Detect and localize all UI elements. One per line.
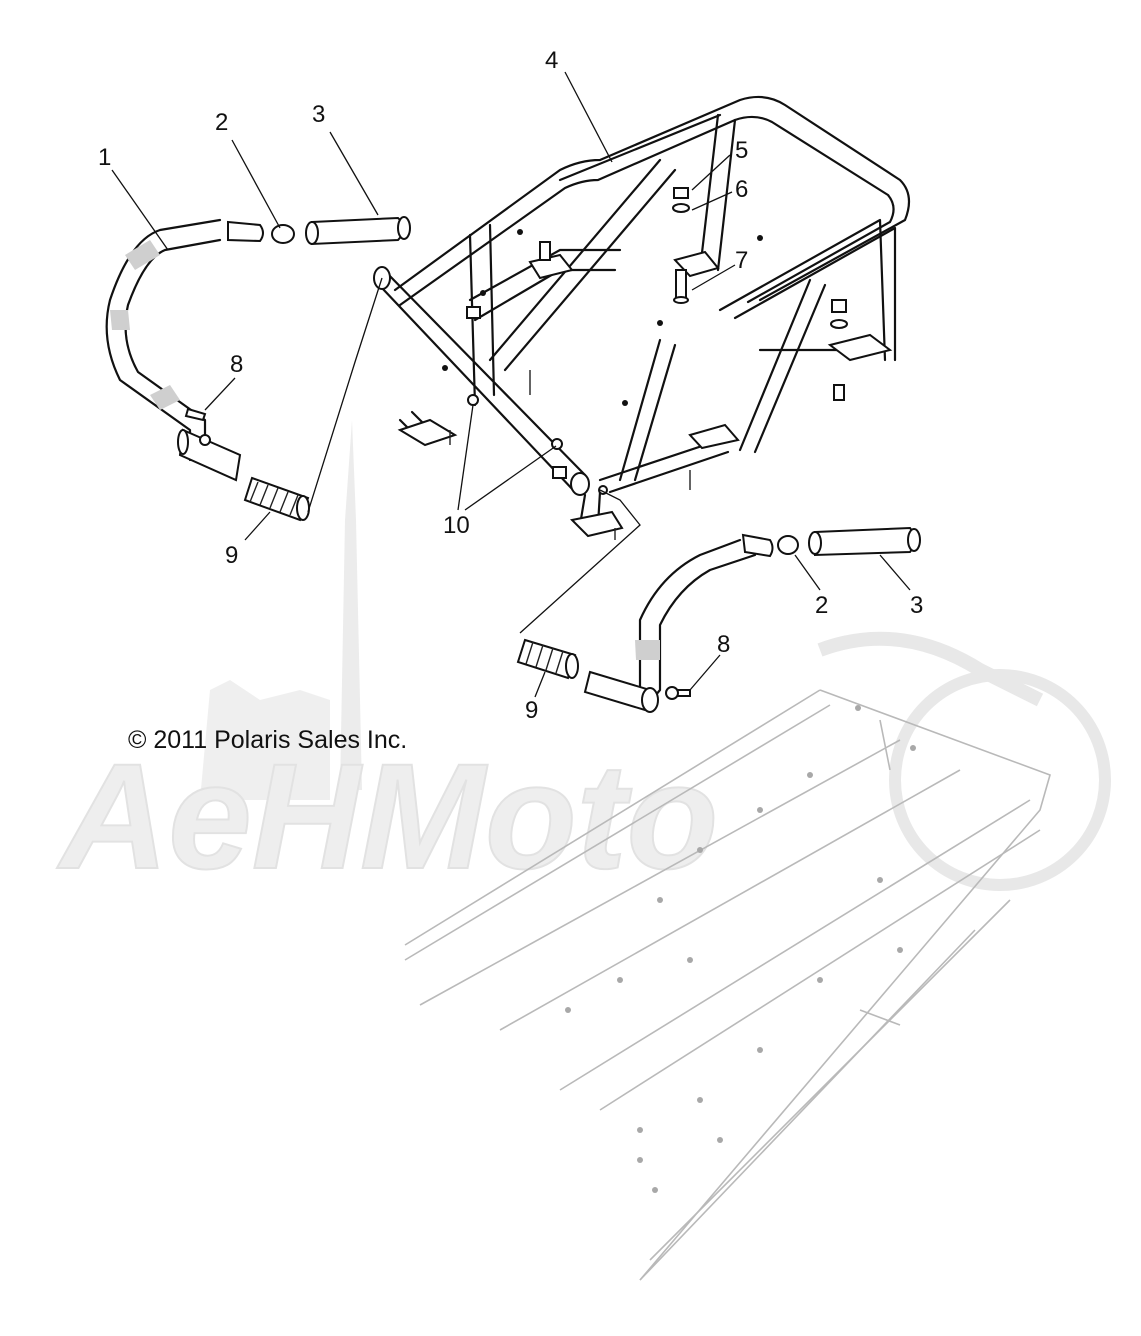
- right-grip: [516, 638, 579, 680]
- callout-4: 4: [545, 47, 558, 74]
- watermark-text: AeHMoto: [56, 732, 718, 900]
- callout-2-right: 2: [815, 592, 828, 619]
- chassis-outline: [404, 689, 1051, 1281]
- callout-5: 5: [735, 137, 748, 164]
- callout-2-left: 2: [215, 109, 228, 136]
- callout-8-left: 8: [230, 351, 243, 378]
- assembly-guides: [307, 277, 641, 634]
- copyright-text: © 2011 Polaris Sales Inc.: [128, 726, 407, 754]
- left-grip: [243, 476, 310, 522]
- right-handle: [583, 526, 921, 713]
- callout-7: 7: [735, 247, 748, 274]
- callout-8-right: 8: [717, 631, 730, 658]
- callout-numbers: 1 2 3 4 5 6 7 8 9 10 2 3 8 9: [98, 47, 923, 724]
- callout-6: 6: [735, 176, 748, 203]
- callout-10: 10: [443, 512, 470, 539]
- callout-3-left: 3: [312, 101, 325, 128]
- callout-1: 1: [98, 144, 111, 171]
- callout-9-left: 9: [225, 542, 238, 569]
- callout-leaders: [111, 71, 911, 698]
- watermark: AeHMoto: [55, 420, 1111, 901]
- callout-9-right: 9: [525, 697, 538, 724]
- left-handle: [105, 216, 411, 482]
- callout-3-right: 3: [910, 592, 923, 619]
- rack-frame: [373, 95, 911, 540]
- frame-bolts: [442, 229, 763, 495]
